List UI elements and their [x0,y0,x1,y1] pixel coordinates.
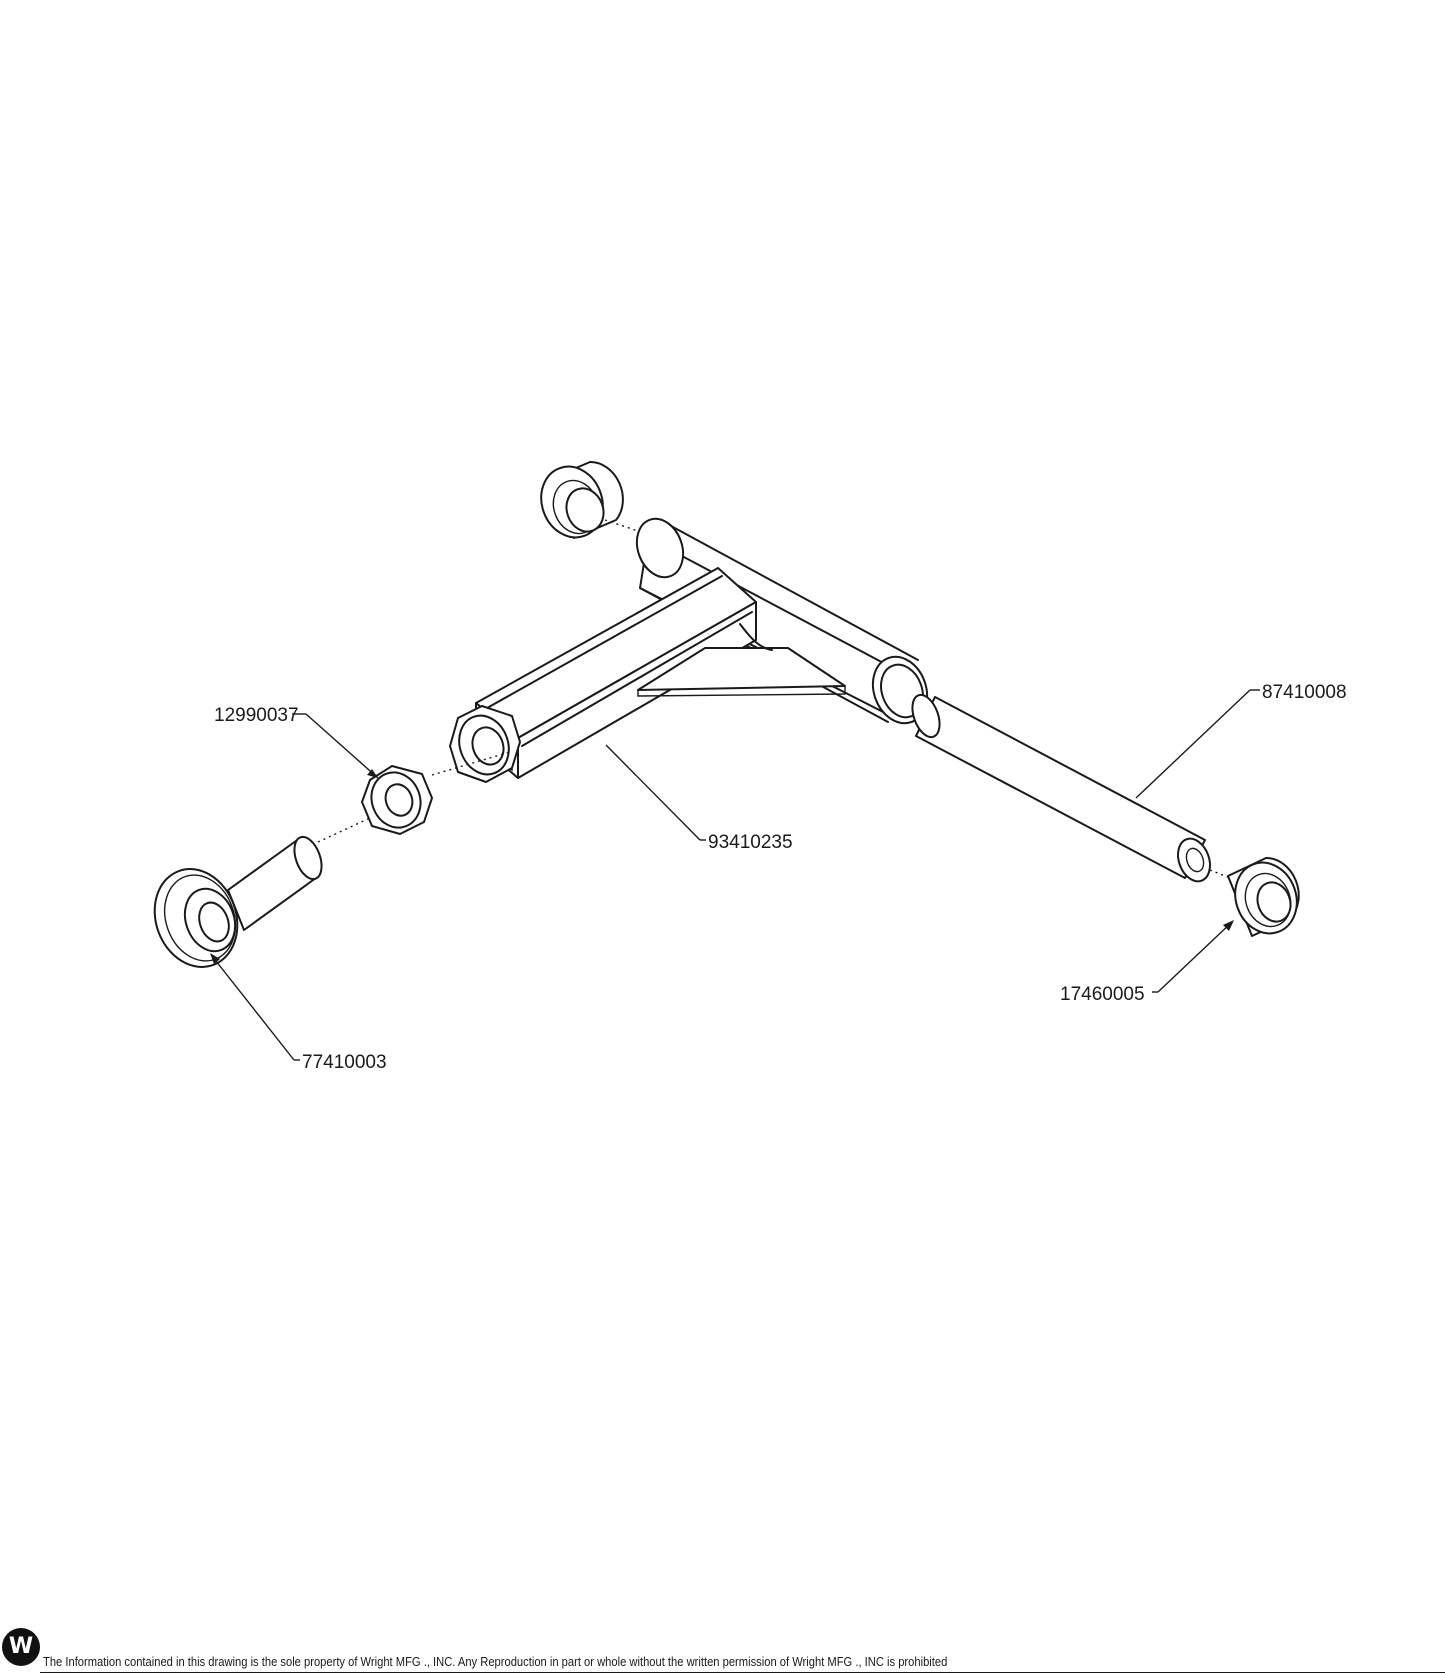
company-logo: W [2,1628,40,1666]
axis-line-nut [431,751,511,776]
footer: W The Information contained in this draw… [0,1624,1445,1677]
axis-line-lower [1209,869,1249,886]
rod-end-drawing [153,835,323,968]
part-label-93410235: 93410235 [708,832,793,853]
part-label-17460005: 17460005 [1060,984,1145,1005]
callout-93410235: 93410235 [605,744,793,853]
axis-line-rod-end [317,817,371,843]
a-arm-frame [475,517,929,779]
footer-divider [40,1672,1445,1673]
copyright-notice: The Information contained in this drawin… [43,1654,948,1669]
upper-bushing [540,460,624,539]
arm-end-nut [449,705,521,783]
callout-87410008: 87410008 [1135,682,1347,799]
pivot-shaft-drawing [911,693,1211,883]
part-label-12990037: 12990037 [214,705,299,726]
part-label-87410008: 87410008 [1262,682,1347,703]
lower-bushing-drawing [1227,856,1300,937]
jam-nut-drawing [361,765,433,835]
callout-12990037: 12990037 [214,705,379,779]
axis-line-upper [604,519,666,541]
callout-77410003: 77410003 [210,953,387,1073]
callout-17460005: 17460005 [1060,920,1234,1005]
part-label-77410003: 77410003 [302,1052,387,1073]
